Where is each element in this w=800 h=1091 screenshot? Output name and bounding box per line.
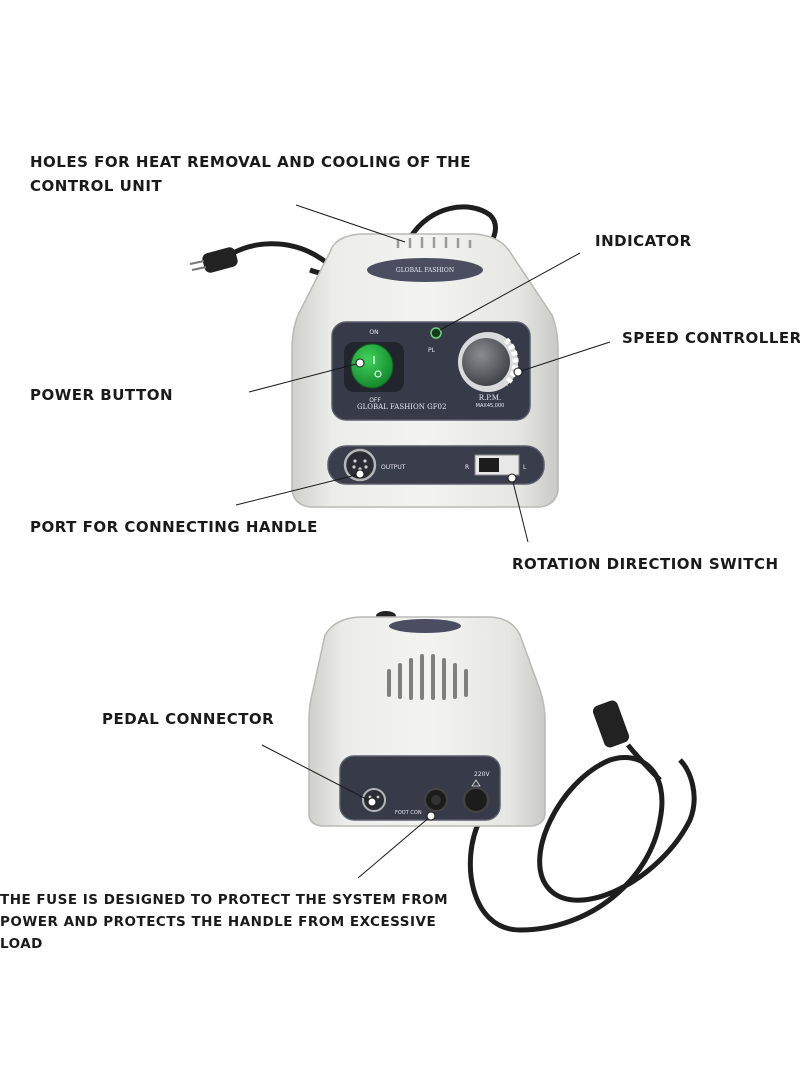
rpm-label: R.P.M.	[479, 394, 501, 402]
leader-indicator	[439, 252, 581, 331]
label-pedal-connector: PEDAL CONNECTOR	[102, 710, 275, 728]
output-label: OUTPUT	[381, 464, 406, 471]
leader-pedal	[261, 744, 373, 803]
brand-badge	[367, 258, 483, 282]
fuse-holder[interactable]	[424, 788, 448, 812]
label-port-handle: PORT FOR CONNECTING HANDLE	[30, 518, 318, 536]
leader-power	[248, 362, 361, 393]
back-power-cord	[467, 755, 697, 933]
indicator-light	[430, 327, 442, 339]
indicator-label: PL	[428, 347, 436, 354]
label-fuse: THE FUSE IS DESIGNED TO PROTECT THE SYST…	[0, 892, 449, 952]
voltage-label: 220V	[474, 771, 490, 778]
power-switch[interactable]	[344, 342, 404, 392]
leader-port	[235, 473, 361, 506]
label-heat-removal: HOLES FOR HEAT REMOVAL AND COOLING OF TH…	[30, 153, 471, 195]
switch-on-label: ON	[369, 329, 378, 336]
leader-lines	[235, 204, 611, 879]
label-speed-controller: SPEED CONTROLLER	[622, 329, 800, 347]
direction-switch[interactable]	[474, 454, 520, 476]
front-unit: GLOBAL FASHION ON OFF PL GLOBAL FASHION …	[189, 204, 559, 508]
label-rotation-switch: ROTATION DIRECTION SWITCH	[512, 555, 779, 573]
back-vents	[387, 654, 468, 700]
direction-r-label: R	[465, 464, 469, 471]
plug-front	[189, 247, 238, 273]
power-inlet	[463, 779, 489, 813]
switch-off-label: OFF	[369, 397, 381, 404]
power-cord	[223, 241, 334, 276]
plug-back	[592, 700, 630, 748]
leader-speed	[517, 341, 611, 373]
rpm-max-label: MAX45,000	[476, 403, 505, 409]
back-unit: FOOT CON 220V	[308, 611, 697, 933]
label-indicator: INDICATOR	[595, 232, 692, 250]
speed-knob[interactable]	[458, 332, 519, 392]
leader-fuse	[357, 815, 432, 879]
direction-l-label: L	[523, 464, 527, 471]
leader-heat	[295, 204, 406, 243]
foot-control-label: FOOT CON	[395, 810, 422, 816]
leader-rotation	[511, 477, 529, 543]
top-vents	[396, 237, 472, 248]
model-label: GLOBAL FASHION GF02	[357, 403, 446, 411]
label-power-button: POWER BUTTON	[30, 386, 174, 404]
leader-dots	[355, 358, 523, 821]
brand-badge-text: GLOBAL FASHION	[396, 267, 454, 274]
